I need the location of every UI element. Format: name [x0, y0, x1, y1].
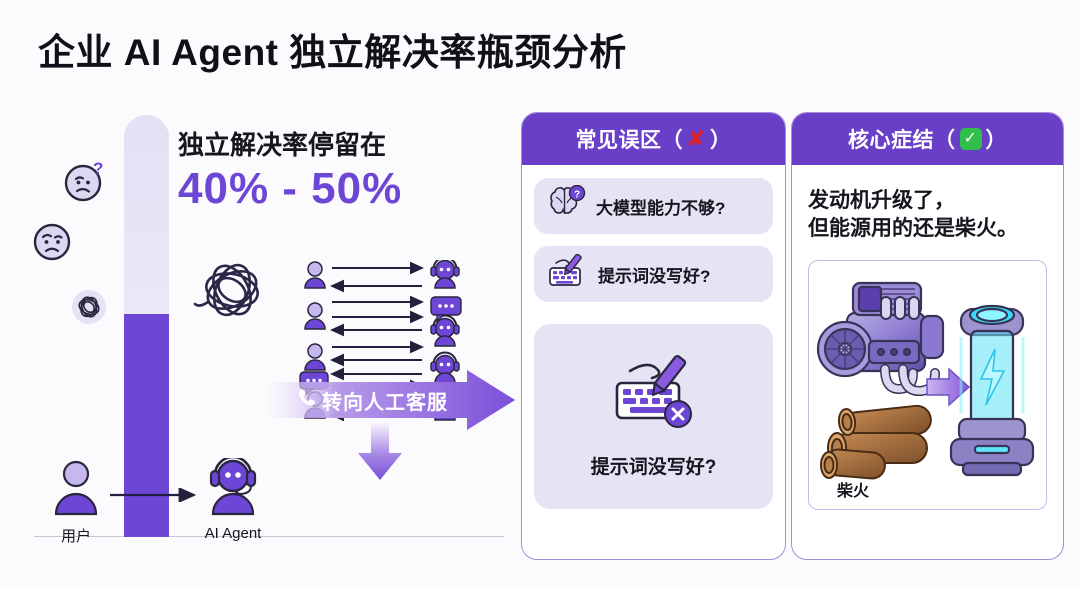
down-arrow-icon [352, 420, 408, 487]
tangled-scribble-badge-icon [68, 286, 110, 328]
gauge-fill [124, 314, 169, 537]
handoff-banner[interactable] [262, 370, 515, 430]
actor-label-agent: AI Agent [204, 525, 262, 542]
core-body-line-1: 但能源用的还是柴火。 [808, 217, 1018, 241]
frowning-face-icon [30, 220, 74, 264]
chat-bubble-icon [430, 296, 462, 323]
card-header-core: 核心症结（ ✓ ） [792, 113, 1063, 165]
mistake-highlight-label: 提示词没写好? [590, 456, 717, 478]
card-header-text: 核心症结（ [848, 129, 956, 152]
card-body-mistakes: ? 大模型能力不够? [522, 165, 785, 559]
illustration-engine-fuel: 柴火 [808, 259, 1047, 510]
baseline-rule [34, 536, 504, 537]
illustration-caption: 柴火 [837, 482, 870, 500]
card-header-title-core: 核心症结（ ✓ ） [848, 124, 1007, 154]
svg-text:?: ? [93, 159, 103, 178]
page-title: 企业 AI Agent 独立解决率瓶颈分析 [38, 32, 627, 73]
cross-mark-icon: ✘ [687, 126, 706, 151]
mistake-highlight-panel[interactable]: 提示词没写好? [534, 324, 773, 509]
card-common-mistakes: 常见误区（ ✘ ） ? 大模型能力不够? [521, 112, 786, 560]
card-header-title-mistakes: 常见误区（ ✘ ） [576, 124, 732, 154]
left-metrics-panel: 独立解决率停留在 40% - 50% ? [0, 100, 515, 589]
mistake-item-0[interactable]: ? 大模型能力不够? [534, 178, 773, 234]
mistake-item-1[interactable]: 提示词没写好? [534, 246, 773, 302]
keyboard-pen-x-icon [608, 354, 700, 438]
mistake-item-0-label: 大模型能力不够? [596, 198, 726, 218]
mistake-item-1-label: 提示词没写好? [598, 266, 711, 286]
card-body-core: 发动机升级了， 但能源用的还是柴火。 [792, 165, 1063, 559]
card-core-issue: 核心症结（ ✓ ） 发动机升级了， 但能源用的还是柴火。 [791, 112, 1064, 560]
core-body-line-0: 发动机升级了， [808, 189, 955, 212]
card-header-text: 常见误区（ [575, 129, 684, 152]
card-header-text-tail: ） [985, 129, 1007, 152]
actor-label-user: 用户 [60, 528, 91, 545]
keyboard-pen-icon [546, 253, 588, 295]
arrow-user-to-agent-icon [110, 487, 202, 507]
stat-value: 40% - 50% [178, 164, 403, 213]
stat-label: 独立解决率停留在 [178, 130, 387, 160]
card-header-mistakes: 常见误区（ ✘ ） [522, 113, 785, 165]
brain-question-icon: ? [546, 184, 586, 228]
card-header-text-tail: ） [709, 129, 732, 152]
avatar-user [52, 460, 100, 521]
check-mark-icon: ✓ [959, 128, 982, 150]
tangled-scribble-icon [186, 252, 278, 337]
svg-text:?: ? [574, 189, 580, 200]
handoff-banner-label: 转向人工客服 [322, 392, 448, 414]
phone-icon [296, 387, 320, 416]
avatar-ai-agent [203, 455, 263, 521]
confused-face-icon: ? [62, 158, 108, 204]
